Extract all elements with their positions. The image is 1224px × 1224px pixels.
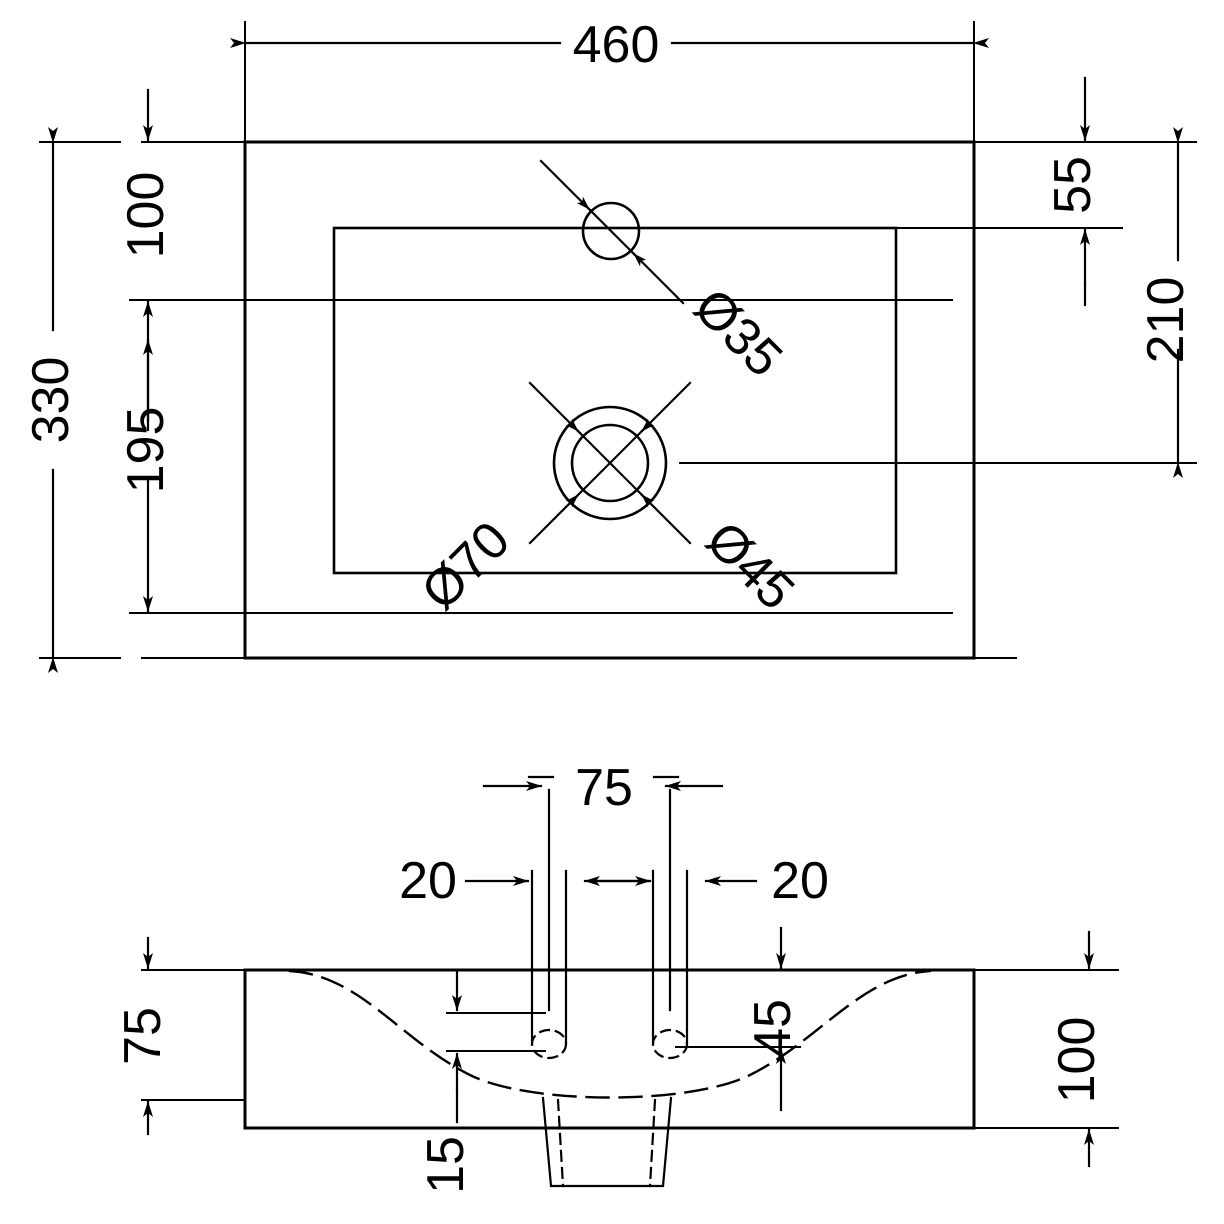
- label-45-front: 45: [744, 999, 802, 1057]
- dim-330: [39, 127, 121, 673]
- basin-outline-front: [243, 968, 976, 1130]
- basin-outline-plan: [243, 140, 976, 660]
- label-dia45: Ø45: [695, 511, 806, 622]
- tap-hole-plan: [581, 201, 641, 261]
- leader-dia35: [539, 159, 685, 305]
- label-100-front: 100: [1048, 1017, 1106, 1104]
- label-20-right: 20: [771, 852, 829, 910]
- bowl-profile-front: [288, 969, 932, 1099]
- front-reference-lines: [141, 969, 1119, 1129]
- plan-reference-lines: [141, 141, 1123, 659]
- tap-stem-left: [530, 788, 568, 1046]
- label-195-plan: 195: [117, 407, 175, 494]
- label-460: 460: [573, 16, 660, 74]
- label-20-left: 20: [399, 852, 457, 910]
- tap-hole-left-front: [530, 1028, 568, 1060]
- label-100-plan: 100: [117, 172, 175, 259]
- label-75-height: 75: [114, 1007, 172, 1065]
- waste-outlet-front: [541, 1096, 673, 1188]
- bowl-outline-plan: [332, 226, 898, 575]
- tap-stem-right: [651, 788, 689, 1046]
- label-330: 330: [22, 357, 80, 444]
- dim-195-plan: [129, 299, 273, 614]
- waste-hole-outer-plan: [552, 405, 668, 521]
- label-210-plan: 210: [1137, 277, 1195, 364]
- tap-hole-right-front: [651, 1028, 689, 1060]
- label-75-front: 75: [575, 759, 633, 817]
- dim-210-plan: [1121, 127, 1197, 478]
- leader-dia70: [528, 381, 692, 545]
- label-dia35: Ø35: [683, 278, 794, 389]
- dim-75-front: [482, 775, 724, 791]
- label-55-plan: 55: [1044, 156, 1102, 214]
- waste-hole-inner-plan: [570, 423, 650, 503]
- label-dia70: Ø70: [411, 511, 522, 622]
- label-15-front: 15: [417, 1136, 475, 1194]
